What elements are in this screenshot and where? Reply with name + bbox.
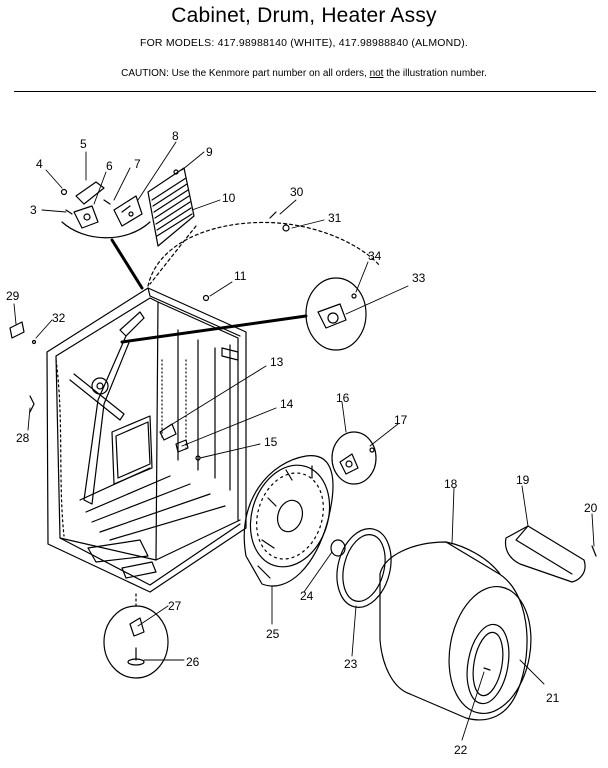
callout-34: 34 (368, 249, 382, 263)
callout-3: 3 (30, 203, 37, 217)
vent-grille (147, 167, 195, 247)
callout-14: 14 (280, 397, 294, 411)
belt-switch-detail (331, 431, 377, 485)
callout-20: 20 (584, 501, 598, 515)
baffle-19 (504, 525, 586, 583)
callout-25: 25 (266, 627, 280, 641)
thermostat-detail (120, 277, 367, 351)
callout-11: 11 (234, 269, 247, 283)
screw-30 (31, 339, 37, 345)
leveling-leg-detail (103, 593, 169, 679)
front-bulkhead (243, 455, 334, 587)
hinge-detail-group (60, 169, 179, 290)
callout-23: 23 (344, 657, 358, 671)
callout-19: 19 (516, 473, 530, 487)
callout-21: 21 (546, 691, 560, 705)
callout-9: 9 (206, 145, 213, 159)
screw-31 (269, 211, 277, 219)
leader-lines (13, 141, 595, 741)
callout-labels: 4 5 6 7 8 9 10 3 30 31 34 33 11 13 14 15… (6, 129, 598, 757)
caution-text-prefix: CAUTION: Use the Kenmore part number on … (121, 68, 370, 79)
callout-29: 29 (6, 289, 20, 303)
callout-16: 16 (336, 391, 350, 405)
header-rule (14, 91, 596, 92)
callout-28: 28 (16, 431, 30, 445)
model-numbers: FOR MODELS: 417.98988140 (WHITE), 417.98… (139, 37, 469, 49)
callout-30: 32 (52, 311, 66, 325)
clip-14 (175, 439, 189, 453)
callout-8: 8 (172, 129, 179, 143)
callout-17: 17 (394, 413, 408, 427)
callout-5: 5 (80, 137, 87, 151)
callout-22: 22 (454, 743, 468, 757)
callout-33: 33 (412, 271, 426, 285)
callout-13: 13 (270, 355, 284, 369)
drum (379, 541, 532, 721)
callout-6: 6 (106, 159, 113, 173)
callout-18: 18 (444, 477, 458, 491)
caution-emphasis: not (369, 68, 384, 79)
callout-10: 10 (222, 191, 236, 205)
callout-7: 7 (134, 157, 141, 171)
screw-20 (591, 545, 597, 557)
callout-32: 31 (328, 211, 342, 225)
caution-note: CAUTION: Use the Kenmore part number on … (0, 68, 608, 79)
drum-seal-23 (336, 528, 392, 608)
callout-24: 24 (300, 589, 314, 603)
bearing-24 (330, 539, 346, 557)
callout-31: 30 (290, 185, 304, 199)
screw-32 (282, 224, 290, 232)
clip-29 (9, 321, 25, 339)
callout-15: 15 (264, 435, 278, 449)
screw-28 (29, 395, 35, 413)
callout-26: 26 (186, 655, 200, 669)
cabinet (46, 287, 247, 593)
callout-27: 27 (168, 599, 182, 613)
diagram-title: Cabinet, Drum, Heater Assy (171, 4, 437, 27)
reference-arc (147, 221, 381, 287)
caution-text-suffix: the illustration number. (383, 68, 487, 79)
callout-4: 4 (36, 157, 43, 171)
screw-11 (202, 294, 210, 302)
